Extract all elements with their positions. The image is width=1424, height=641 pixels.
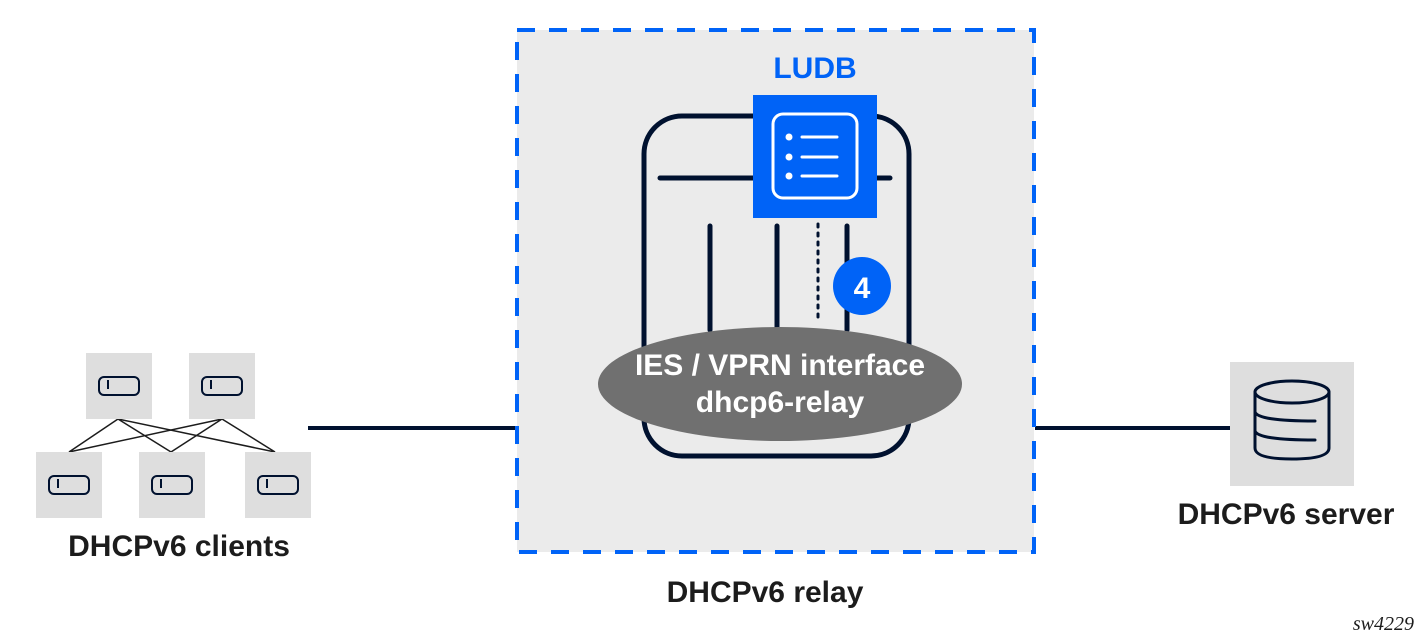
client-mesh-links xyxy=(68,418,276,453)
server-label: DHCPv6 server xyxy=(1178,498,1395,531)
interface-ellipse: IES / VPRN interface dhcp6-relay xyxy=(598,327,962,441)
client-device xyxy=(245,452,311,518)
ludb-block xyxy=(753,95,877,218)
client-device xyxy=(36,452,102,518)
client-device xyxy=(139,452,205,518)
list-icon xyxy=(771,112,859,200)
interface-label-line1: IES / VPRN interface xyxy=(635,349,925,382)
interface-label-line2: dhcp6-relay xyxy=(696,386,865,419)
step-badge-number: 4 xyxy=(854,272,871,305)
step-badge: 4 xyxy=(833,257,891,315)
client-device xyxy=(86,353,152,419)
relay-label: DHCPv6 relay xyxy=(667,576,864,609)
clients-label: DHCPv6 clients xyxy=(68,530,290,563)
figure-id: sw4229 xyxy=(1353,613,1414,635)
server-node xyxy=(1230,362,1354,486)
database-icon xyxy=(1253,379,1331,461)
client-device xyxy=(189,353,255,419)
ludb-label: LUDB xyxy=(773,52,856,85)
